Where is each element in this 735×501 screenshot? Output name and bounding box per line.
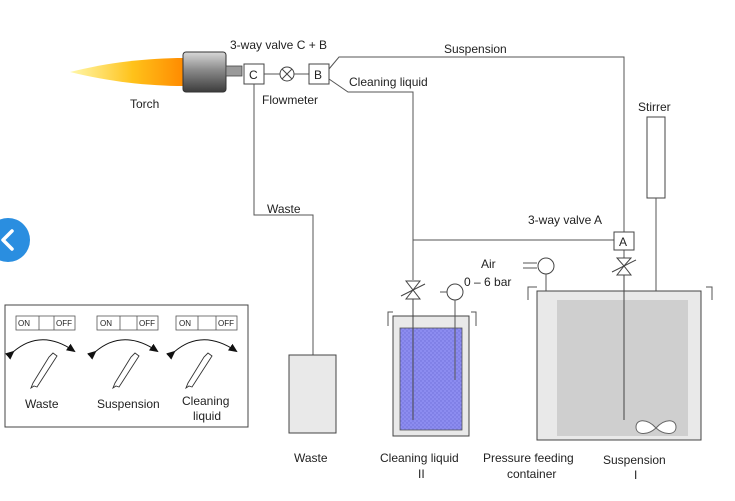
switch-waste-label: Waste [25,397,59,411]
valve-a [613,231,635,251]
pressure-feeding-container [527,257,713,441]
stirrer-label: Stirrer [638,100,671,114]
cleaning-liquid-fill [399,327,463,431]
pressure-label: 0 – 6 bar [464,275,511,289]
torch-body [182,51,227,93]
waste-container-label: Waste [294,451,328,465]
back-button[interactable] [0,218,30,262]
stirrer-blade [635,420,677,434]
switch-cleaning-label-2: liquid [193,409,221,423]
switch-cleaning-liquid: ON OFF Cleaning liquid [166,315,238,423]
flowmeter [279,66,295,82]
switch-suspension-off: OFF [139,319,155,328]
switch-cleaning-label-1: Cleaning [182,394,229,408]
switch-cleaning-on: ON [179,319,191,328]
torch [70,51,243,93]
air-gauge [537,257,555,275]
valve-c-letter: C [249,68,258,82]
torch-nozzle [225,65,243,77]
valve-a-label: 3-way valve A [528,213,602,227]
flowmeter-label: Flowmeter [262,93,318,107]
cleaning-container-label-2: II [418,467,425,481]
waste-line-label: Waste [267,202,301,216]
suspension-container-label-2: I [634,468,637,482]
pressure-container-label-2: container [507,467,556,481]
switch-suspension-label: Suspension [97,397,160,411]
flame [70,58,184,86]
suspension-line-label: Suspension [444,42,507,56]
switch-waste-on: ON [18,319,30,328]
torch-label: Torch [130,97,159,111]
switch-legend: ON OFF Waste ON OFF Suspension ON OFF [4,304,249,428]
valve-cb-label: 3-way valve C + B [230,38,327,52]
cleaning-liquid-container [387,280,477,437]
switch-suspension: ON OFF Suspension [87,315,160,411]
suspension-container-label-1: Suspension [603,453,666,467]
switch-cleaning-off: OFF [218,319,234,328]
valve-a-letter: A [619,235,627,249]
cleaning-container-label-1: Cleaning liquid [380,451,459,465]
valve-b [308,63,330,85]
switch-waste: ON OFF Waste [5,315,76,411]
suspension-fill [557,300,688,436]
switch-waste-off: OFF [56,319,72,328]
switch-suspension-on: ON [100,319,112,328]
pressure-container-label-1: Pressure feeding [483,451,574,465]
valve-b-letter: B [314,68,322,82]
chevron-left-icon [1,229,14,251]
stirrer-motor [646,116,666,199]
air-label: Air [481,257,496,271]
cleaning-liquid-line-label: Cleaning liquid [349,75,428,89]
waste-container [288,354,337,434]
